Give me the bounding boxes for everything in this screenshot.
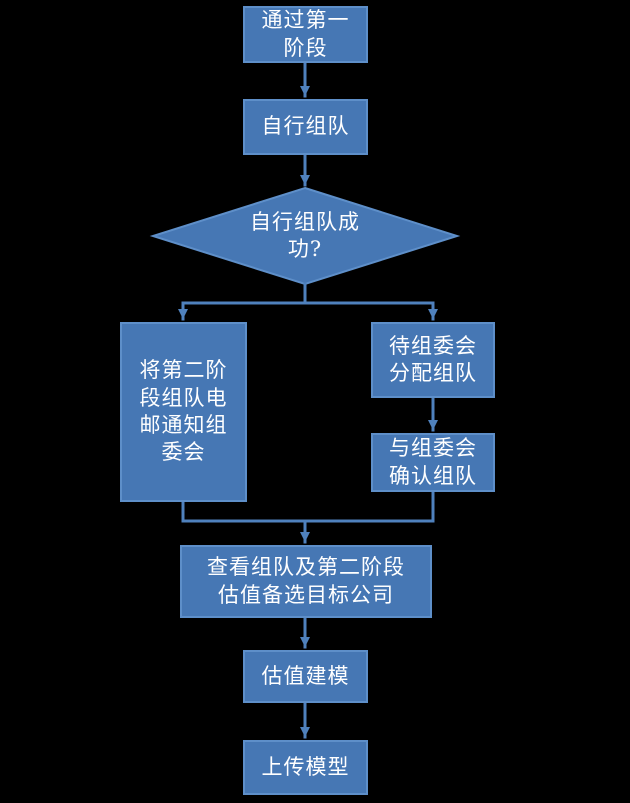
node-decision-label: 自行组队成 功? [250,209,360,261]
node-self-team: 自行组队 [243,99,368,155]
node-confirm-team: 与组委会 确认组队 [371,433,495,492]
node-wait-assign: 待组委会 分配组队 [371,322,495,398]
node-upload-model-label: 上传模型 [261,754,350,779]
node-view-targets-label: 查看组队及第二阶段 估值备选目标公司 [207,555,405,607]
node-wait-assign-label: 待组委会 分配组队 [389,333,477,385]
node-decision: 自行组队成 功? [205,198,405,274]
node-email-committee: 将第二阶 段组队电 邮通知组 委会 [120,322,247,502]
node-valuation-model: 估值建模 [243,650,368,703]
node-pass-stage-one: 通过第一 阶段 [243,6,368,63]
node-upload-model: 上传模型 [243,740,368,795]
node-valuation-model-label: 估值建模 [261,663,350,688]
node-view-targets: 查看组队及第二阶段 估值备选目标公司 [180,545,432,618]
node-confirm-team-label: 与组委会 确认组队 [389,436,477,488]
node-self-team-label: 自行组队 [261,114,350,139]
node-email-committee-label: 将第二阶 段组队电 邮通知组 委会 [139,358,228,465]
node-pass-stage-one-label: 通过第一 阶段 [261,8,350,60]
